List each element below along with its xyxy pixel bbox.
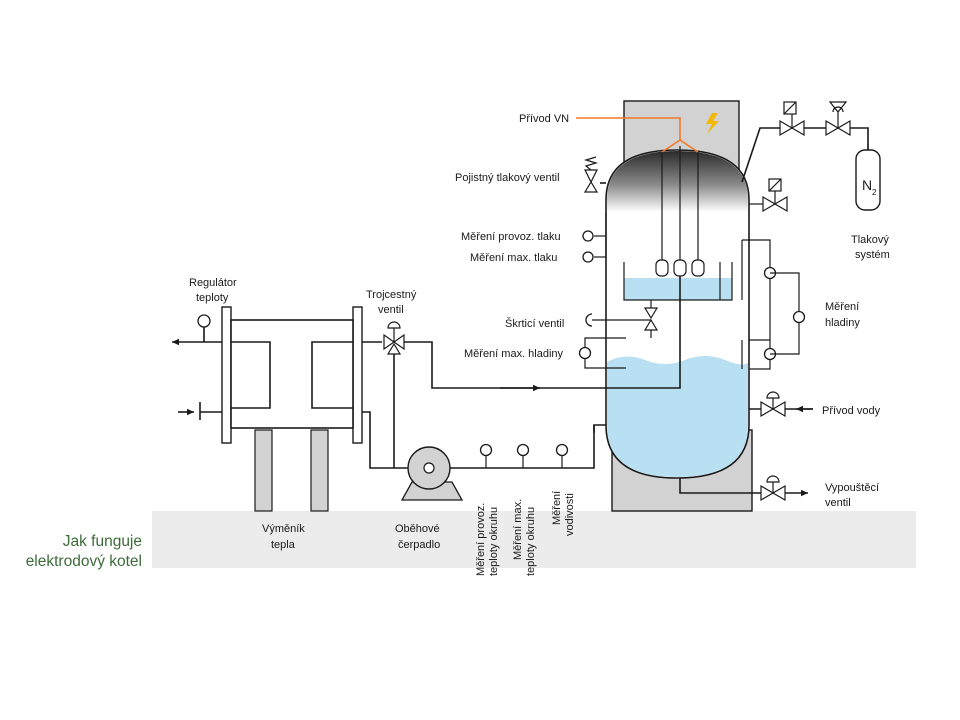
hex-body [230,319,354,429]
safety-valve-label: Pojistný tlakový ventil [455,172,560,184]
pump-hub-icon [423,462,435,474]
hex-label-1: Výměník [262,523,305,535]
throttle-valve-label: Škrticí ventil [505,317,564,330]
hv-branch [661,139,699,153]
electrode-2 [673,259,687,277]
electrode-3 [691,259,705,277]
pump-to-boiler [432,424,606,469]
lightning-icon [706,113,719,134]
max-pressure-label: Měření max. tlaku [470,252,557,264]
caption-line-1: Jak funguje [63,533,142,550]
tray-return-pipe [404,276,681,389]
level-label-2: hladiny [825,317,860,329]
circ-temp-gauge-icon [479,443,493,457]
hex-inner-right [311,341,353,409]
temp-regulator-label-2: teploty [196,292,229,304]
circ-temp-label-1: Měření provoz. [475,503,487,576]
hv-supply-line [576,117,681,140]
hex-leg-right [310,429,329,512]
circ-temp-label-2: teploty okruhu [488,507,500,576]
drain-label-1: Vypouštěcí [825,482,879,494]
caption-line-2: elektrodový kotel [26,553,142,570]
op-pressure-label: Měření provoz. tlaku [461,231,561,243]
n2-valve-2-dome-icon [832,106,844,113]
water-supply-label: Přívod vody [822,405,881,417]
pump-label-2: čerpadlo [398,539,440,551]
hex-to-pump [362,411,410,469]
n2-pipe [741,127,869,183]
circ-max-gauge-icon [516,443,530,457]
hex-inner-left [231,341,271,409]
max-pressure-gauge-icon [582,251,594,263]
water-supply-actuator-icon [766,391,780,399]
safety-valve-icon [583,169,599,193]
n2-valve-1-actuator-slash [783,101,797,115]
conductivity-label-1: Měření [551,491,563,525]
op-pressure-gauge-icon [582,230,594,242]
conductivity-gauge-icon [555,443,569,457]
electrode-tray-water [624,278,732,300]
drain-label-2: ventil [825,497,851,509]
pressure-system-label-2: systém [855,249,890,261]
drain-actuator-icon [766,475,780,483]
three-way-label-1: Trojcestný [366,289,417,301]
level-label-1: Měření [825,301,859,313]
hex-leg-left [254,429,273,512]
pressure-system-label-1: Tlakový [851,234,889,246]
conductivity-label-2: vodivosti [564,493,576,536]
n2-subscript: 2 [872,188,877,197]
circ-max-label-1: Měření max. [512,499,524,560]
level-column [742,239,771,341]
boiler-steam-zone [607,151,748,212]
hex-label-2: tepla [271,539,296,551]
hex-flange-left [221,306,232,444]
floor [152,511,916,568]
throttle-actuator-icon [585,313,593,327]
max-level-gauge-icon [578,346,592,360]
safety-valve-spring [583,156,599,171]
level-transmitter-icon [792,310,806,324]
hv-supply-label: Přívod VN [519,113,569,125]
electrode-tray [623,262,733,301]
n2-label: N [862,177,872,193]
temp-regulator-label-1: Regulátor [189,277,237,289]
hex-flange-right [352,306,363,444]
three-way-label-2: ventil [378,304,404,316]
boiler-water [607,356,748,477]
pump-base [400,481,464,501]
max-level-label: Měření max. hladiny [464,348,564,360]
electrode-1 [655,259,669,277]
vent-valve-actuator-slash [768,178,782,192]
circ-max-label-2: teploty okruhu [525,507,537,576]
three-way-valve-actuator-icon [387,321,401,329]
pump-label-1: Oběhové [395,523,440,535]
temp-regulator-icon [197,314,211,328]
